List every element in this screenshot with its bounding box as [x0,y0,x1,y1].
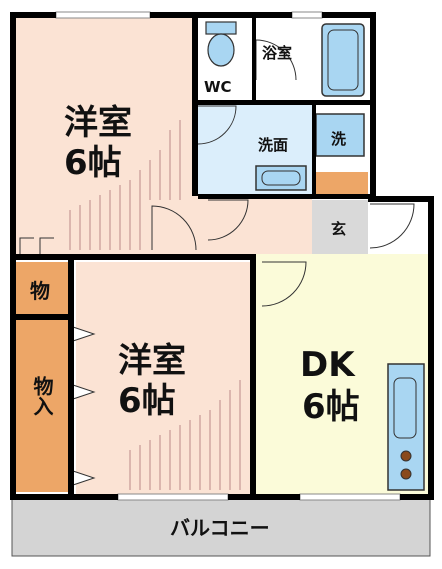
storage-closet-floor [16,320,68,492]
room-name-storage-closet: 物入 [30,376,54,416]
walls [10,12,434,500]
washing-machine-icon [315,113,365,157]
room-name-storage-small: 物 [30,279,50,303]
room-name-balcony: バルコニー [170,516,270,540]
room-name-western-bottom: 洋室 [118,341,186,381]
stove-burner-icon [400,450,412,462]
room-name-dk: DK [300,345,355,385]
room-name-washer: 洗 [331,130,347,148]
room-name-entrance: 玄 [331,220,347,238]
room-name-toilet: WC [204,78,232,96]
shoe-cabinet [316,172,368,194]
storage-small-floor [16,262,68,314]
western-room-top-floor [16,18,192,254]
room-size-dk: 6帖 [302,387,360,427]
room-name-bathroom: 浴室 [262,44,293,62]
balcony-area [11,497,431,557]
stove-burner-icon [400,468,412,480]
toilet-icon [205,21,237,67]
closet-lines [69,120,241,490]
room-name-washroom: 洗面 [258,136,289,154]
room-size-western-top: 6帖 [64,143,122,183]
door-swings [19,39,415,307]
washbasin-icon [255,165,307,191]
entrance-floor [312,200,368,254]
bathtub-icon [321,23,365,97]
western-room-bottom-floor [76,262,250,494]
hallway-floor [192,196,312,254]
room-name-western-top: 洋室 [64,103,132,143]
room-size-western-bottom: 6帖 [118,381,176,421]
